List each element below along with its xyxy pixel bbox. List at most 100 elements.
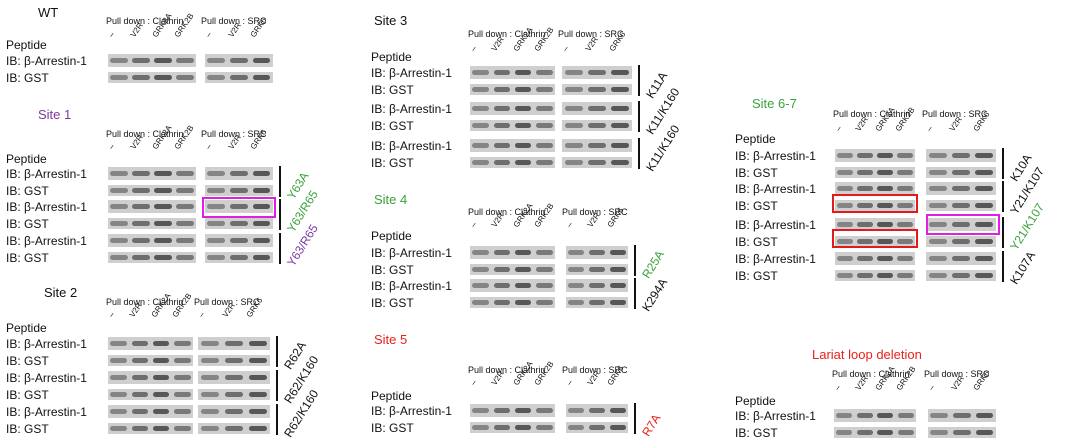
blot-band	[836, 412, 853, 419]
blot-band	[200, 426, 220, 431]
mutant-label-line: R25A	[639, 248, 667, 281]
blot-band	[587, 87, 607, 92]
blot-band	[472, 267, 489, 272]
blot-band	[857, 221, 873, 228]
s2-gst-blot-clathrin-2	[108, 423, 193, 434]
s5-gst-blot-clathrin-0	[470, 422, 555, 433]
blot-band	[609, 407, 626, 414]
wt-gst-blot-clathrin-0	[108, 72, 196, 83]
blot-band	[928, 255, 947, 262]
s3-divider-2	[638, 138, 640, 169]
blot-band	[252, 203, 271, 210]
blot-band	[536, 105, 553, 112]
s2-title: Site 2	[44, 285, 78, 300]
blot-band	[472, 300, 489, 305]
s3-arr-blot-clathrin-0	[470, 66, 555, 79]
blot-band	[897, 412, 914, 419]
blot-band	[493, 282, 511, 289]
s2-gst-blot-src-1	[198, 389, 270, 400]
s67-pulldown-clathrin: Pull down : Clathrin	[833, 109, 911, 119]
s1-arr-blot-clathrin-2	[108, 234, 196, 247]
blot-band	[611, 105, 630, 112]
s1-gst-label-0: IB: GST	[6, 184, 49, 198]
blot-band	[877, 170, 893, 175]
blot-band	[132, 57, 150, 64]
s1-gst-blot-src-2	[205, 252, 273, 263]
blot-band	[230, 237, 248, 244]
blot-band	[588, 425, 606, 430]
blot-band	[252, 188, 271, 193]
blot-band	[230, 188, 248, 193]
blot-band	[493, 69, 511, 76]
s2-gst-label-0: IB: GST	[6, 354, 49, 368]
s3-cl-lane-dash: –	[468, 44, 479, 53]
blot-band	[252, 75, 271, 80]
s67-gst-blot-src-2	[926, 236, 996, 247]
blot-band	[252, 255, 271, 260]
s1-divider-1	[279, 199, 281, 230]
blot-band	[564, 69, 583, 76]
s4-gst-blot-clathrin-1	[470, 297, 555, 308]
blot-band	[131, 426, 149, 431]
blot-band	[230, 203, 248, 210]
blot-band	[564, 142, 583, 149]
s4-arr-blot-src-0	[566, 246, 628, 259]
wt-arr-blot-src-0	[205, 54, 273, 67]
blot-band	[152, 426, 170, 431]
wt-title: WT	[38, 5, 59, 20]
s4-arr-blot-clathrin-0	[470, 246, 555, 259]
blot-band	[248, 374, 268, 381]
blot-band	[856, 412, 873, 419]
s5-cl-lane-dash: –	[468, 378, 479, 387]
lar-pulldown-src: Pull down : SRC	[924, 369, 990, 379]
blot-band	[207, 188, 226, 193]
blot-band	[536, 267, 553, 272]
blot-band	[588, 267, 606, 272]
s67-divider-0	[1002, 148, 1004, 179]
s4-mutant-0: R25A	[639, 248, 667, 281]
s5-arr-label-0: IB: β-Arrestin-1	[371, 404, 452, 418]
s67-arr-blot-clathrin-1	[835, 182, 915, 195]
s67-mutant-3: K107A	[1007, 249, 1038, 287]
blot-band	[224, 358, 244, 363]
s3-arr-blot-clathrin-1	[470, 102, 555, 115]
blot-band	[174, 426, 191, 431]
mutant-label-line: R7A	[639, 411, 664, 439]
blot-band	[877, 203, 893, 208]
blot-band	[176, 203, 194, 210]
blot-band	[837, 273, 853, 278]
s2-arr-blot-clathrin-2	[108, 405, 193, 418]
blot-band	[611, 69, 630, 76]
s5-title: Site 5	[374, 332, 408, 347]
blot-band	[536, 249, 553, 256]
blot-band	[611, 160, 630, 165]
blot-band	[110, 358, 127, 363]
s1-pulldown-src: Pull down : SRC	[201, 129, 267, 139]
blot-band	[536, 69, 553, 76]
s4-pulldown-src: Pull down : SRC	[562, 207, 628, 217]
blot-band	[587, 69, 607, 76]
blot-band	[837, 185, 853, 192]
blot-band	[472, 123, 489, 128]
s67-divider-3	[1002, 251, 1004, 282]
blot-band	[951, 185, 971, 192]
blot-band	[174, 358, 191, 363]
blot-band	[493, 160, 511, 165]
blot-band	[857, 273, 873, 278]
s1-arr-label-0: IB: β-Arrestin-1	[6, 167, 87, 181]
blot-band	[176, 57, 194, 64]
blot-band	[472, 142, 489, 149]
blot-band	[252, 57, 271, 64]
blot-band	[877, 273, 893, 278]
blot-band	[514, 105, 532, 112]
blot-band	[154, 203, 172, 210]
blot-band	[252, 237, 271, 244]
wt-cl-lane-dash: –	[106, 30, 117, 39]
s4-title: Site 4	[374, 192, 408, 207]
blot-band	[493, 105, 511, 112]
blot-band	[588, 407, 606, 414]
s5-src-lane-dash: –	[564, 378, 575, 387]
s67-gst-blot-src-3	[926, 270, 996, 281]
blot-band	[564, 105, 583, 112]
s67-peptide-label: Peptide	[735, 132, 776, 146]
